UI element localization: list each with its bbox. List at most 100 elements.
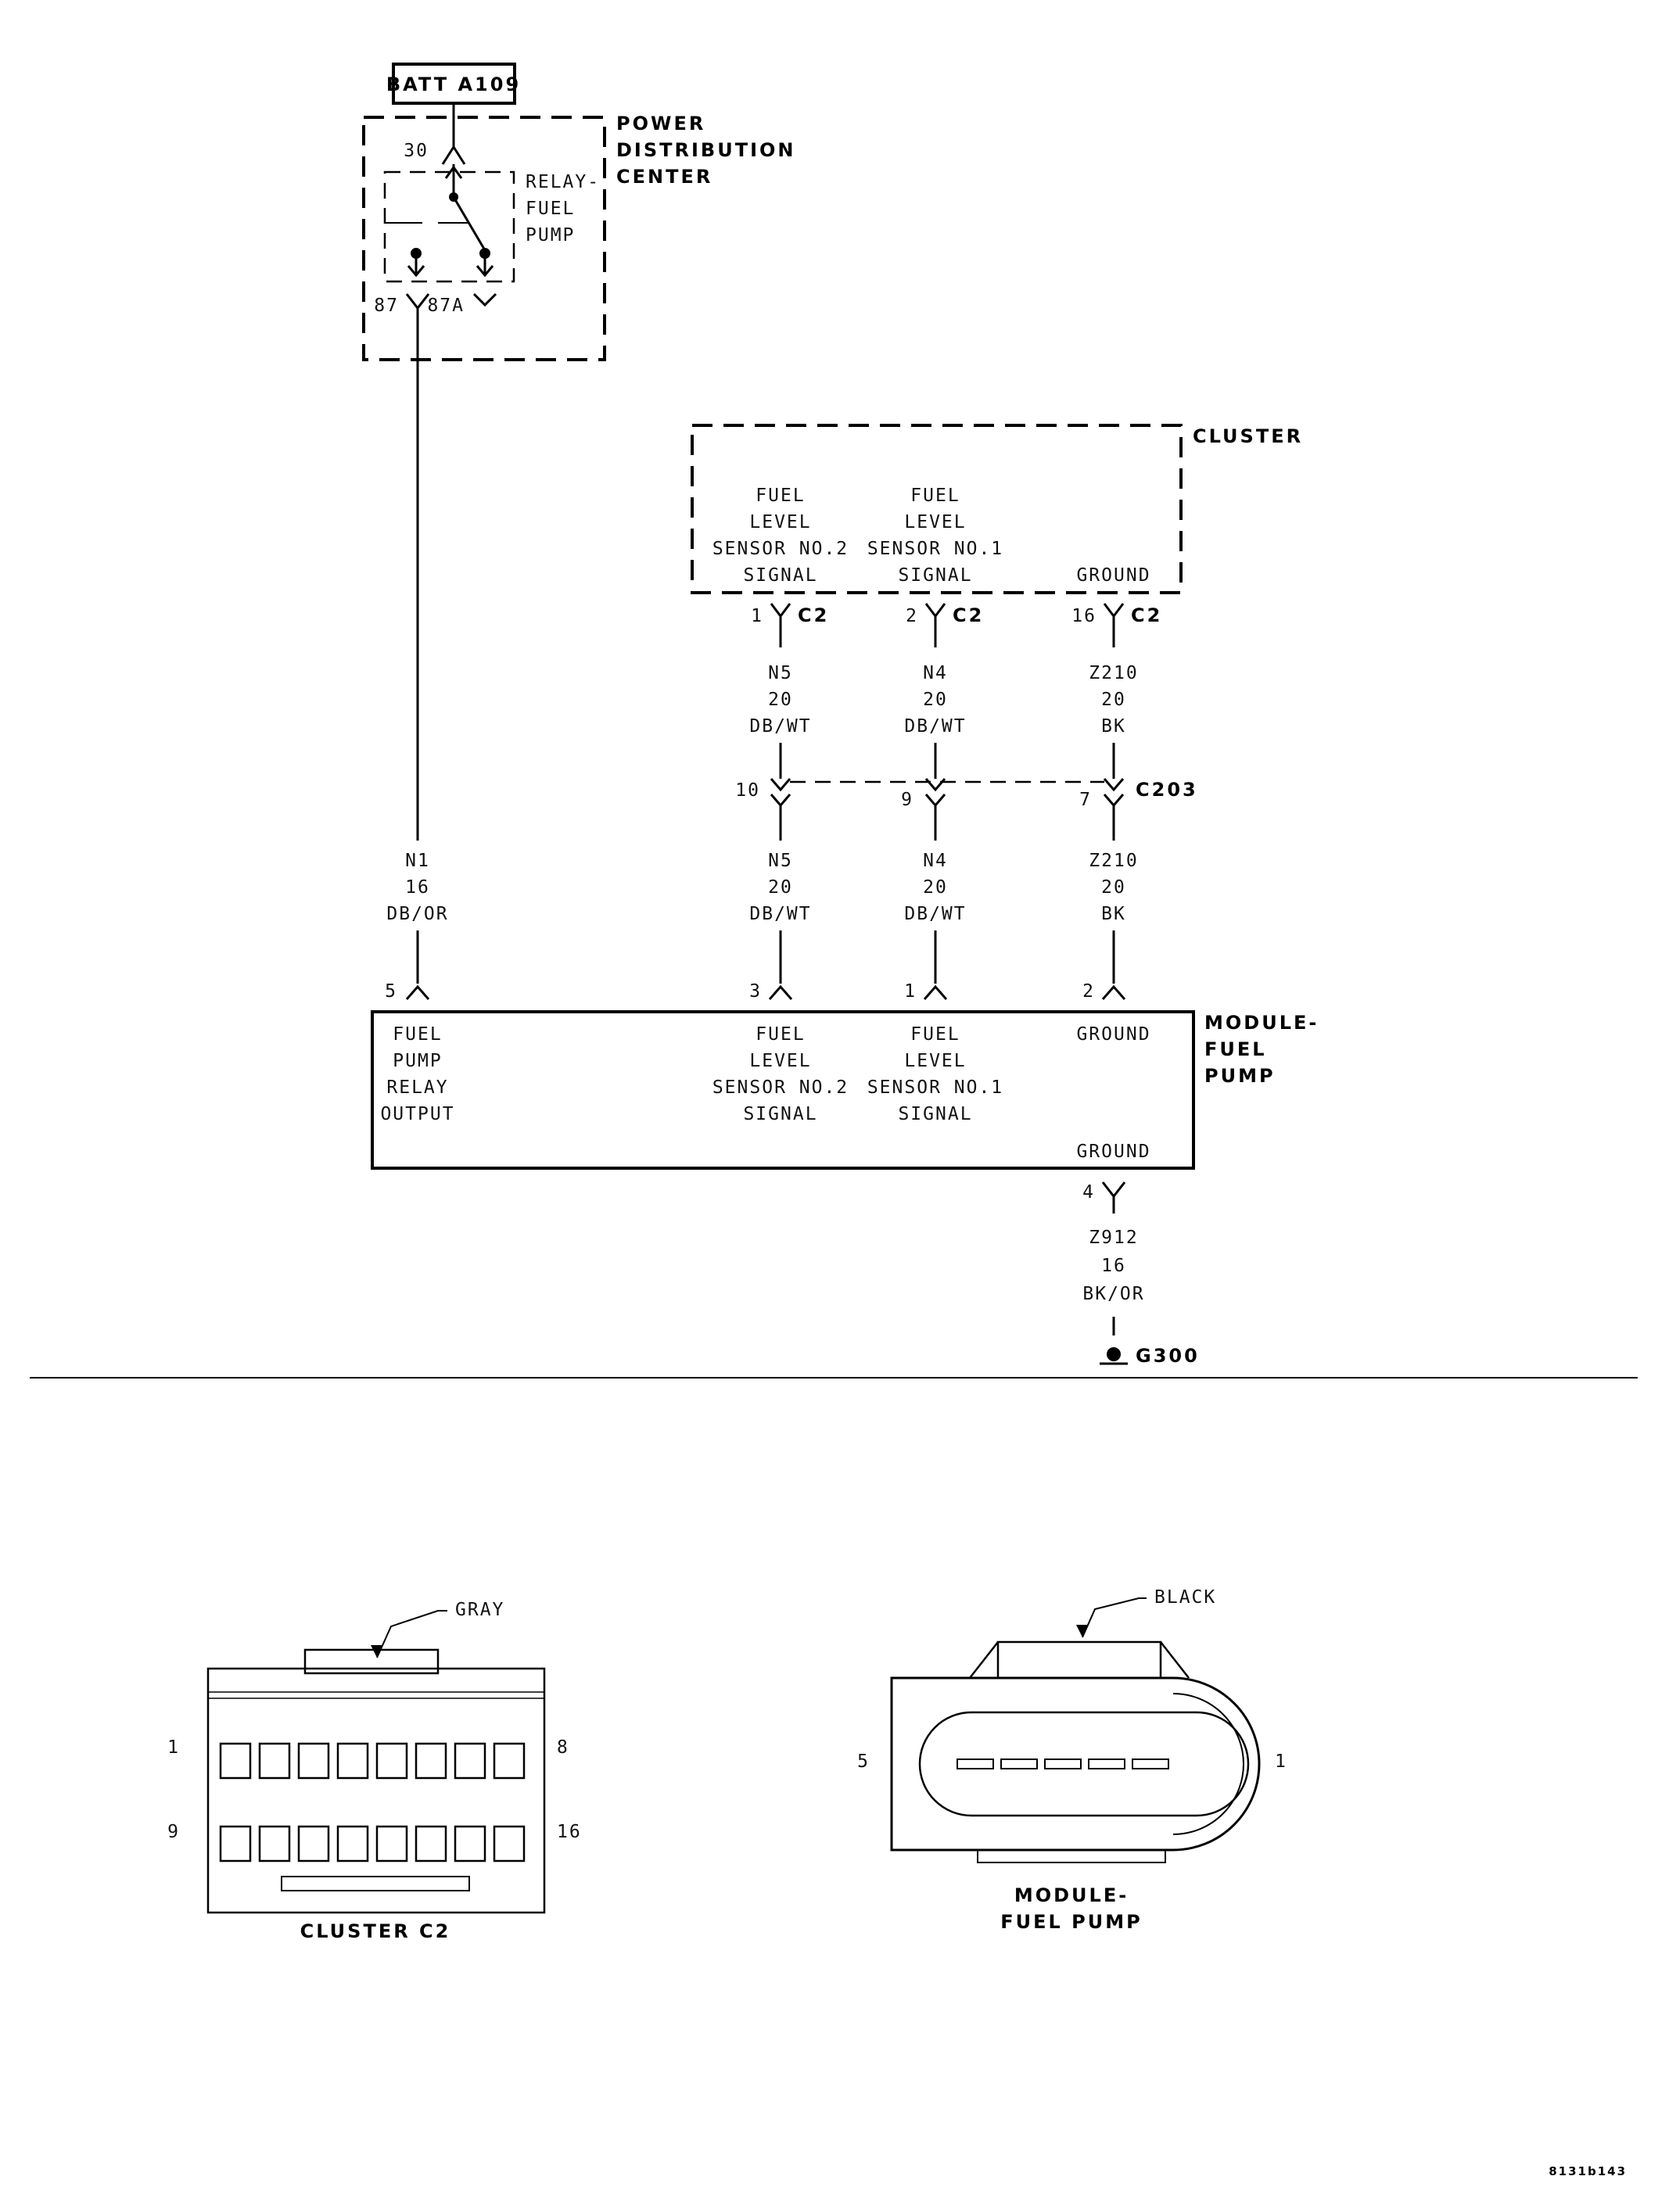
wire-lower-sensor2-color: DB/WT	[749, 904, 811, 924]
wire-upper-sensor2-color: DB/WT	[749, 716, 811, 737]
module-connector-color-label: BLACK	[1154, 1587, 1216, 1608]
cluster-sensor1-line-1: FUEL	[910, 486, 960, 506]
battery-source: BATT A109	[386, 63, 521, 105]
cluster-sensor2-line-1: FUEL	[756, 486, 805, 506]
pin-87-connector-icon	[405, 293, 430, 310]
module-pin-sensor2: 3	[749, 981, 762, 1002]
power-distribution-center: POWER DISTRIBUTION CENTER 30 RELAY- FUEL…	[362, 103, 796, 361]
module-pin-ground-top: 2	[1082, 981, 1095, 1002]
c2-label-ground: C2	[1131, 604, 1162, 626]
cluster-c2-pin-9: 9	[167, 1822, 180, 1842]
wire-upper-ground-circuit: Z210	[1089, 663, 1138, 683]
cluster-ground-label: GROUND	[1076, 565, 1150, 586]
module-connector-pin-5: 5	[857, 1751, 870, 1772]
c203-pin-sensor2: 10	[735, 780, 760, 801]
c203-connector: 10 9 7 C203	[735, 778, 1198, 810]
cluster-sensor1-line-2: LEVEL	[904, 512, 966, 532]
cluster-name: CLUSTER	[1193, 425, 1303, 447]
relay-name-line-1: RELAY-	[526, 172, 600, 192]
module-pin-sensor1: 1	[904, 981, 917, 1002]
wire-lower-ground-circuit: Z210	[1089, 851, 1138, 871]
pdc-name-line-2: DISTRIBUTION	[616, 139, 796, 161]
pdc-name-line-1: POWER	[616, 113, 705, 134]
ground-wire-gauge: 16	[1101, 1256, 1126, 1276]
module-sensor2-line-4: SIGNAL	[743, 1104, 817, 1124]
cluster-c2-pin-1: 1	[167, 1737, 180, 1758]
wire-lower-sensor1-circuit: N4	[923, 851, 948, 871]
cluster-c2-pin-8: 8	[557, 1737, 569, 1758]
wire-upper-ground-gauge: 20	[1101, 690, 1126, 710]
cluster: CLUSTER FUEL LEVEL SENSOR NO.2 SIGNAL FU…	[691, 424, 1303, 594]
cluster-sensor2-line-2: LEVEL	[749, 512, 811, 532]
ground-symbol-icon	[1107, 1347, 1121, 1361]
cluster-c2-title: CLUSTER C2	[300, 1920, 451, 1942]
module-ground-bottom: GROUND	[1076, 1142, 1150, 1162]
cluster-c2-pin-16: 16	[557, 1822, 582, 1842]
module-fuel-pump-connector-view: BLACK 5 1 MODULE- FUEL PUMP	[857, 1587, 1287, 1933]
wire-upper-sensor2-gauge: 20	[768, 690, 793, 710]
cluster-sensor2-line-3: SENSOR NO.2	[712, 539, 849, 559]
figure-id: 8131b143	[1549, 2164, 1627, 2178]
c2-label-sensor1: C2	[953, 604, 984, 626]
cluster-c2-connector-view: GRAY 1 8 9 16 CLUSTER C2	[167, 1600, 582, 1942]
wire-upper-sensor1-gauge: 20	[923, 690, 948, 710]
c2-pin-sensor2: 1	[751, 606, 763, 626]
ground-point-label: G300	[1136, 1345, 1200, 1367]
module-ground-top: GROUND	[1076, 1024, 1150, 1045]
c2-pin-ground: 16	[1071, 606, 1097, 626]
wire-upper-ground-color: BK	[1101, 716, 1126, 737]
wire-upper-sensor2-circuit: N5	[768, 663, 793, 683]
upper-wire-labels: N5 20 DB/WT N4 20 DB/WT Z210 20 BK	[749, 663, 1138, 737]
module-name-line-2: FUEL	[1204, 1038, 1267, 1060]
module-fuel-pump: MODULE- FUEL PUMP FUEL PUMP RELAY OUTPUT…	[371, 1010, 1319, 1170]
module-pin-relay: 5	[385, 981, 397, 1002]
module-sensor1-line-4: SIGNAL	[898, 1104, 972, 1124]
lower-wire-labels: N1 16 DB/OR N5 20 DB/WT N4 20 DB/WT Z210…	[386, 851, 1138, 924]
module-sensor1-line-3: SENSOR NO.1	[867, 1077, 1003, 1098]
module-relay-line-4: OUTPUT	[380, 1104, 454, 1124]
cluster-sensor1-line-3: SENSOR NO.1	[867, 539, 1003, 559]
module-connector-cavities	[957, 1758, 1169, 1769]
cluster-c2-color-label: GRAY	[455, 1600, 504, 1620]
module-sensor2-line-2: LEVEL	[749, 1051, 811, 1071]
wire-lower-sensor1-gauge: 20	[923, 877, 948, 898]
c2-label-sensor2: C2	[798, 604, 829, 626]
module-name-line-3: PUMP	[1204, 1065, 1276, 1087]
module-sensor2-line-1: FUEL	[756, 1024, 805, 1045]
module-relay-line-2: PUMP	[393, 1051, 442, 1071]
pin-30-label: 30	[404, 141, 429, 161]
c203-pin-sensor1: 9	[901, 790, 913, 810]
module-name-line-1: MODULE-	[1204, 1012, 1319, 1034]
wire-lower-ground-color: BK	[1101, 904, 1126, 924]
module-relay-line-3: RELAY	[386, 1077, 448, 1098]
pin-87-label: 87	[374, 296, 399, 316]
module-connector-title-line-2: FUEL PUMP	[1000, 1911, 1142, 1933]
module-pin-ground-bottom: 4	[1082, 1182, 1095, 1203]
pdc-name-line-3: CENTER	[616, 166, 712, 188]
module-connector-pin-1: 1	[1275, 1751, 1287, 1772]
relay-fuel-pump: RELAY- FUEL PUMP	[383, 164, 600, 283]
battery-label: BATT A109	[386, 73, 521, 95]
cluster-sensor1-line-4: SIGNAL	[898, 565, 972, 586]
c2-pin-sensor1: 2	[906, 606, 918, 626]
ground-wire-circuit: Z912	[1089, 1228, 1138, 1248]
module-sensor1-line-2: LEVEL	[904, 1051, 966, 1071]
module-top-pins: 5 3 1 2	[385, 981, 1126, 1002]
module-sensor2-line-3: SENSOR NO.2	[712, 1077, 849, 1098]
cluster-c2-pins: 1 C2 2 C2 16 C2	[751, 603, 1162, 626]
pin-30-connector-icon	[441, 145, 466, 165]
wire-relay-color: DB/OR	[386, 904, 448, 924]
relay-name-line-2: FUEL	[526, 199, 575, 219]
c203-name: C203	[1136, 779, 1198, 801]
wire-upper-sensor1-color: DB/WT	[904, 716, 966, 737]
wire-relay-gauge: 16	[405, 877, 430, 898]
wire-upper-sensor1-circuit: N4	[923, 663, 948, 683]
wire-lower-sensor1-color: DB/WT	[904, 904, 966, 924]
module-ground-circuit: 4 Z912 16 BK/OR G300	[1082, 1181, 1200, 1367]
wire-lower-sensor2-circuit: N5	[768, 851, 793, 871]
pin-87a-connector-icon	[472, 292, 497, 307]
pin-87a-label: 87A	[427, 296, 465, 316]
module-sensor1-line-1: FUEL	[910, 1024, 960, 1045]
wire-lower-ground-gauge: 20	[1101, 877, 1126, 898]
relay-name-line-3: PUMP	[526, 225, 575, 246]
